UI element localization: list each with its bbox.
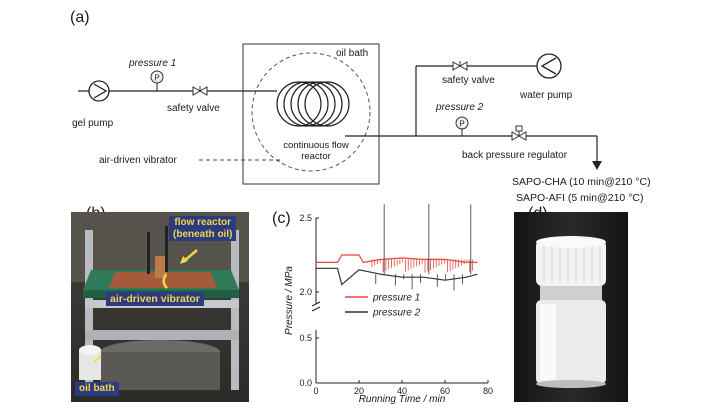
legend-label-1: pressure 1: [372, 293, 420, 304]
x-tick-label: 20: [354, 386, 364, 396]
x-tick-label: 0: [313, 386, 318, 396]
safety-valve-right-icon: [452, 61, 468, 71]
y-tick-label: 2.5: [299, 213, 312, 223]
y-axis-label: Pressure / MPa: [284, 266, 295, 335]
legend-label-2: pressure 2: [372, 308, 421, 319]
pressure-gauge-2-icon: [455, 116, 469, 130]
product-2-label: SAPO-AFI (5 min@210 °C): [516, 192, 643, 204]
flow-reactor-tag: flow reactor (beneath oil): [169, 216, 237, 241]
product-arrow-icon: [592, 161, 602, 170]
oil-bath-label: oil bath: [336, 48, 368, 59]
axis-break-icon: [311, 301, 321, 312]
air-vibrator-tag: air-driven vibrator: [106, 292, 204, 307]
product-vial-photo: [514, 212, 628, 402]
panel-a-label: (a): [70, 9, 90, 26]
x-tick-label: 60: [440, 386, 450, 396]
y-tick-label: 0.5: [299, 333, 312, 343]
x-axis-label: Running Time / min: [359, 394, 446, 405]
gauge-1-symbol: P: [154, 74, 159, 83]
safety-valve-left-icon: [192, 86, 208, 96]
oil-bath-circle: [251, 52, 371, 172]
gel-pump-icon: [88, 80, 110, 102]
y-tick-label: 2.0: [299, 287, 312, 297]
y-tick-label: 0.0: [299, 378, 312, 388]
gel-pump-label: gel pump: [72, 118, 114, 129]
apparatus-photo: flow reactor (beneath oil) air-driven vi…: [71, 212, 249, 402]
pressure-2-label: pressure 2: [435, 102, 484, 113]
water-pump-label: water pump: [519, 90, 573, 101]
flow-reactor-tag-line-1: flow reactor: [174, 217, 232, 228]
x-tick-label: 80: [483, 386, 493, 396]
safety-valve-right-label: safety valve: [442, 75, 495, 86]
bpr-label: back pressure regulator: [462, 150, 568, 161]
vial-icon: [536, 236, 606, 388]
series-line-2: [316, 267, 478, 286]
gauge-2-symbol: P: [459, 120, 464, 129]
pressure-1-label: pressure 1: [128, 58, 176, 69]
coil-reactor: [276, 81, 350, 127]
pressure-gauge-1-icon: [150, 70, 164, 84]
safety-valve-left-label: safety valve: [167, 103, 220, 114]
oil-bath-tag: oil bath: [75, 382, 119, 396]
air-vibrator-label: air-driven vibrator: [99, 155, 177, 166]
oil-bath-box: [242, 43, 380, 185]
water-pump-icon: [536, 53, 562, 79]
back-pressure-regulator-icon: [511, 125, 527, 141]
product-1-label: SAPO-CHA (10 min@210 °C): [512, 176, 651, 188]
x-tick-label: 40: [397, 386, 407, 396]
reactor-label-2: reactor: [301, 151, 331, 162]
series-line-1: [316, 254, 478, 264]
panel-c-label: (c): [272, 210, 291, 227]
reactor-label-1: continuous flow: [283, 140, 349, 151]
flow-reactor-tag-line-2: (beneath oil): [173, 228, 233, 240]
